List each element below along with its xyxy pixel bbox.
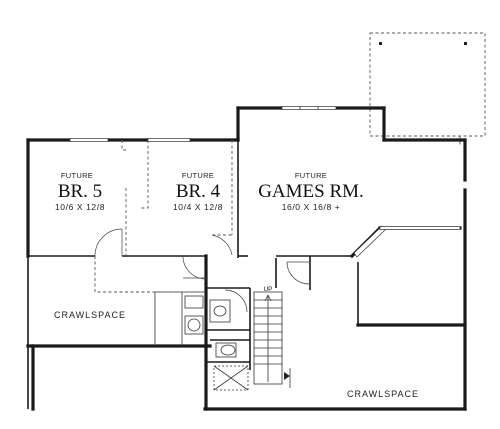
- br5-status: FUTURE: [61, 171, 93, 180]
- games-dims: 16/0 X 16/8 +: [282, 202, 341, 212]
- doors: [94, 228, 310, 313]
- br4-dims: 10/4 X 12/8: [173, 202, 223, 212]
- bedroom-partitions: [94, 140, 233, 293]
- bath-fixtures: [184, 295, 249, 391]
- windows: [69, 106, 337, 142]
- patio-outline: [369, 32, 486, 145]
- crawlspace-right-label: CRAWLSPACE: [347, 389, 419, 399]
- br4-name: BR. 4: [176, 181, 221, 202]
- bay-window: [353, 225, 461, 258]
- stairs: [253, 291, 291, 388]
- stair-up-label: UP: [263, 286, 272, 293]
- games-name: GAMES RM.: [258, 181, 364, 202]
- games-status: FUTURE: [295, 171, 327, 180]
- crawlspace-left-label: CRAWLSPACE: [54, 310, 126, 320]
- exterior-walls: [26, 106, 467, 411]
- br5-dims: 10/6 X 12/8: [55, 202, 105, 212]
- br4-status: FUTURE: [182, 171, 214, 180]
- br5-name: BR. 5: [58, 181, 102, 202]
